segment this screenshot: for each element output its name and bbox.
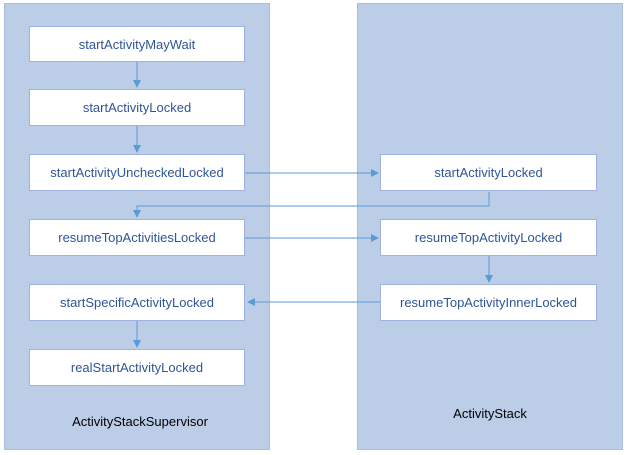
node-resume-top-activity-inner-locked: resumeTopActivityInnerLocked: [380, 284, 597, 321]
node-real-start-activity-locked: realStartActivityLocked: [29, 349, 245, 386]
lane-title-activity-stack-supervisor: ActivityStackSupervisor: [72, 414, 208, 429]
lane-title-activity-stack: ActivityStack: [453, 406, 527, 421]
node-start-activity-locked-supervisor: startActivityLocked: [29, 89, 245, 126]
node-resume-top-activity-locked: resumeTopActivityLocked: [380, 219, 597, 256]
arrow-stack-locked-to-resume-activities: [133, 192, 490, 218]
node-start-specific-activity-locked: startSpecificActivityLocked: [29, 284, 245, 321]
node-start-activity-unchecked-locked: startActivityUncheckedLocked: [29, 154, 245, 191]
node-start-activity-locked-stack: startActivityLocked: [380, 154, 597, 191]
node-start-activity-may-wait: startActivityMayWait: [29, 26, 245, 62]
node-resume-top-activities-locked: resumeTopActivitiesLocked: [29, 219, 245, 256]
